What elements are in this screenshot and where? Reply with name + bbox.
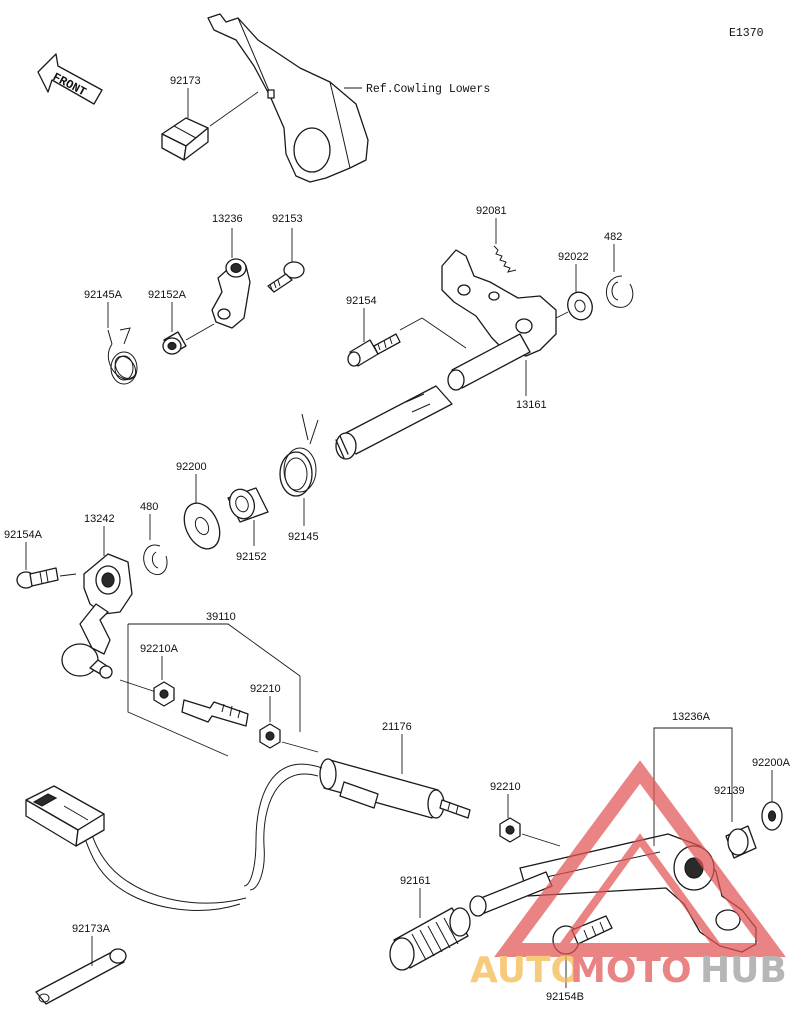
sensor-cable — [83, 763, 323, 911]
label-13236A: 13236A — [672, 711, 711, 723]
upper-bracket — [207, 13, 369, 183]
front-arrow-icon: FRONT — [37, 53, 103, 105]
label-92139: 92139 — [714, 785, 745, 797]
part-92210A — [153, 681, 175, 707]
connector-plug — [25, 785, 105, 847]
part-92081 — [493, 245, 517, 273]
watermark-part-3: HUB — [700, 950, 787, 991]
label-92173A: 92173A — [72, 923, 111, 935]
part-92139 — [725, 825, 757, 859]
connecting-rod — [181, 699, 249, 727]
part-92200 — [183, 502, 221, 550]
part-92145 — [279, 413, 319, 497]
label-92145A: 92145A — [84, 289, 123, 301]
label-92154B: 92154B — [546, 991, 584, 1003]
label-92081: 92081 — [476, 205, 507, 217]
part-92210 — [259, 723, 281, 749]
part-92210-second — [499, 817, 521, 843]
label-92161: 92161 — [400, 875, 431, 887]
part-13161 — [335, 249, 557, 460]
part-92173 — [161, 91, 259, 161]
label-13236: 13236 — [212, 213, 243, 225]
label-92210A: 92210A — [140, 643, 179, 655]
label-92154A: 92154A — [4, 529, 43, 541]
part-92154A — [16, 567, 77, 589]
part-92152 — [227, 487, 269, 523]
part-13242 — [61, 553, 133, 679]
label-92210-second: 92210 — [490, 781, 521, 793]
label-92022: 92022 — [558, 251, 589, 263]
label-13242: 13242 — [84, 513, 115, 525]
assembly-39110-outline — [119, 623, 301, 757]
part-92161 — [389, 907, 471, 971]
label-13161: 13161 — [516, 399, 547, 411]
label-92145: 92145 — [288, 531, 319, 543]
part-92153 — [267, 261, 305, 293]
watermark-part-1: AUTO — [470, 950, 581, 991]
watermark-logo: AUTO MOTO HUB — [470, 760, 787, 991]
label-21176: 21176 — [382, 721, 412, 733]
ref-cowling-note: Ref.Cowling Lowers — [366, 83, 490, 96]
label-39110: 39110 — [206, 611, 236, 623]
label-92200A: 92200A — [752, 757, 791, 769]
part-92173A — [35, 948, 127, 1005]
label-92152A: 92152A — [148, 289, 187, 301]
diagram-code: E1370 — [729, 27, 764, 40]
label-480: 480 — [140, 501, 158, 513]
part-13236 — [211, 258, 251, 329]
part-92145A — [107, 327, 138, 385]
watermark-part-2: MOTO — [570, 950, 692, 991]
label-482: 482 — [604, 231, 622, 243]
label-92154: 92154 — [346, 295, 377, 307]
label-92200: 92200 — [176, 461, 207, 473]
part-21176 — [319, 758, 471, 819]
part-92022 — [567, 291, 593, 321]
part-92152A — [162, 331, 187, 355]
label-92210: 92210 — [250, 683, 281, 695]
part-92154 — [347, 333, 401, 367]
label-92152: 92152 — [236, 551, 267, 563]
part-92200A — [761, 801, 783, 831]
label-92173: 92173 — [170, 75, 201, 87]
part-482 — [606, 275, 634, 308]
label-92153: 92153 — [272, 213, 303, 225]
part-480 — [143, 544, 168, 576]
